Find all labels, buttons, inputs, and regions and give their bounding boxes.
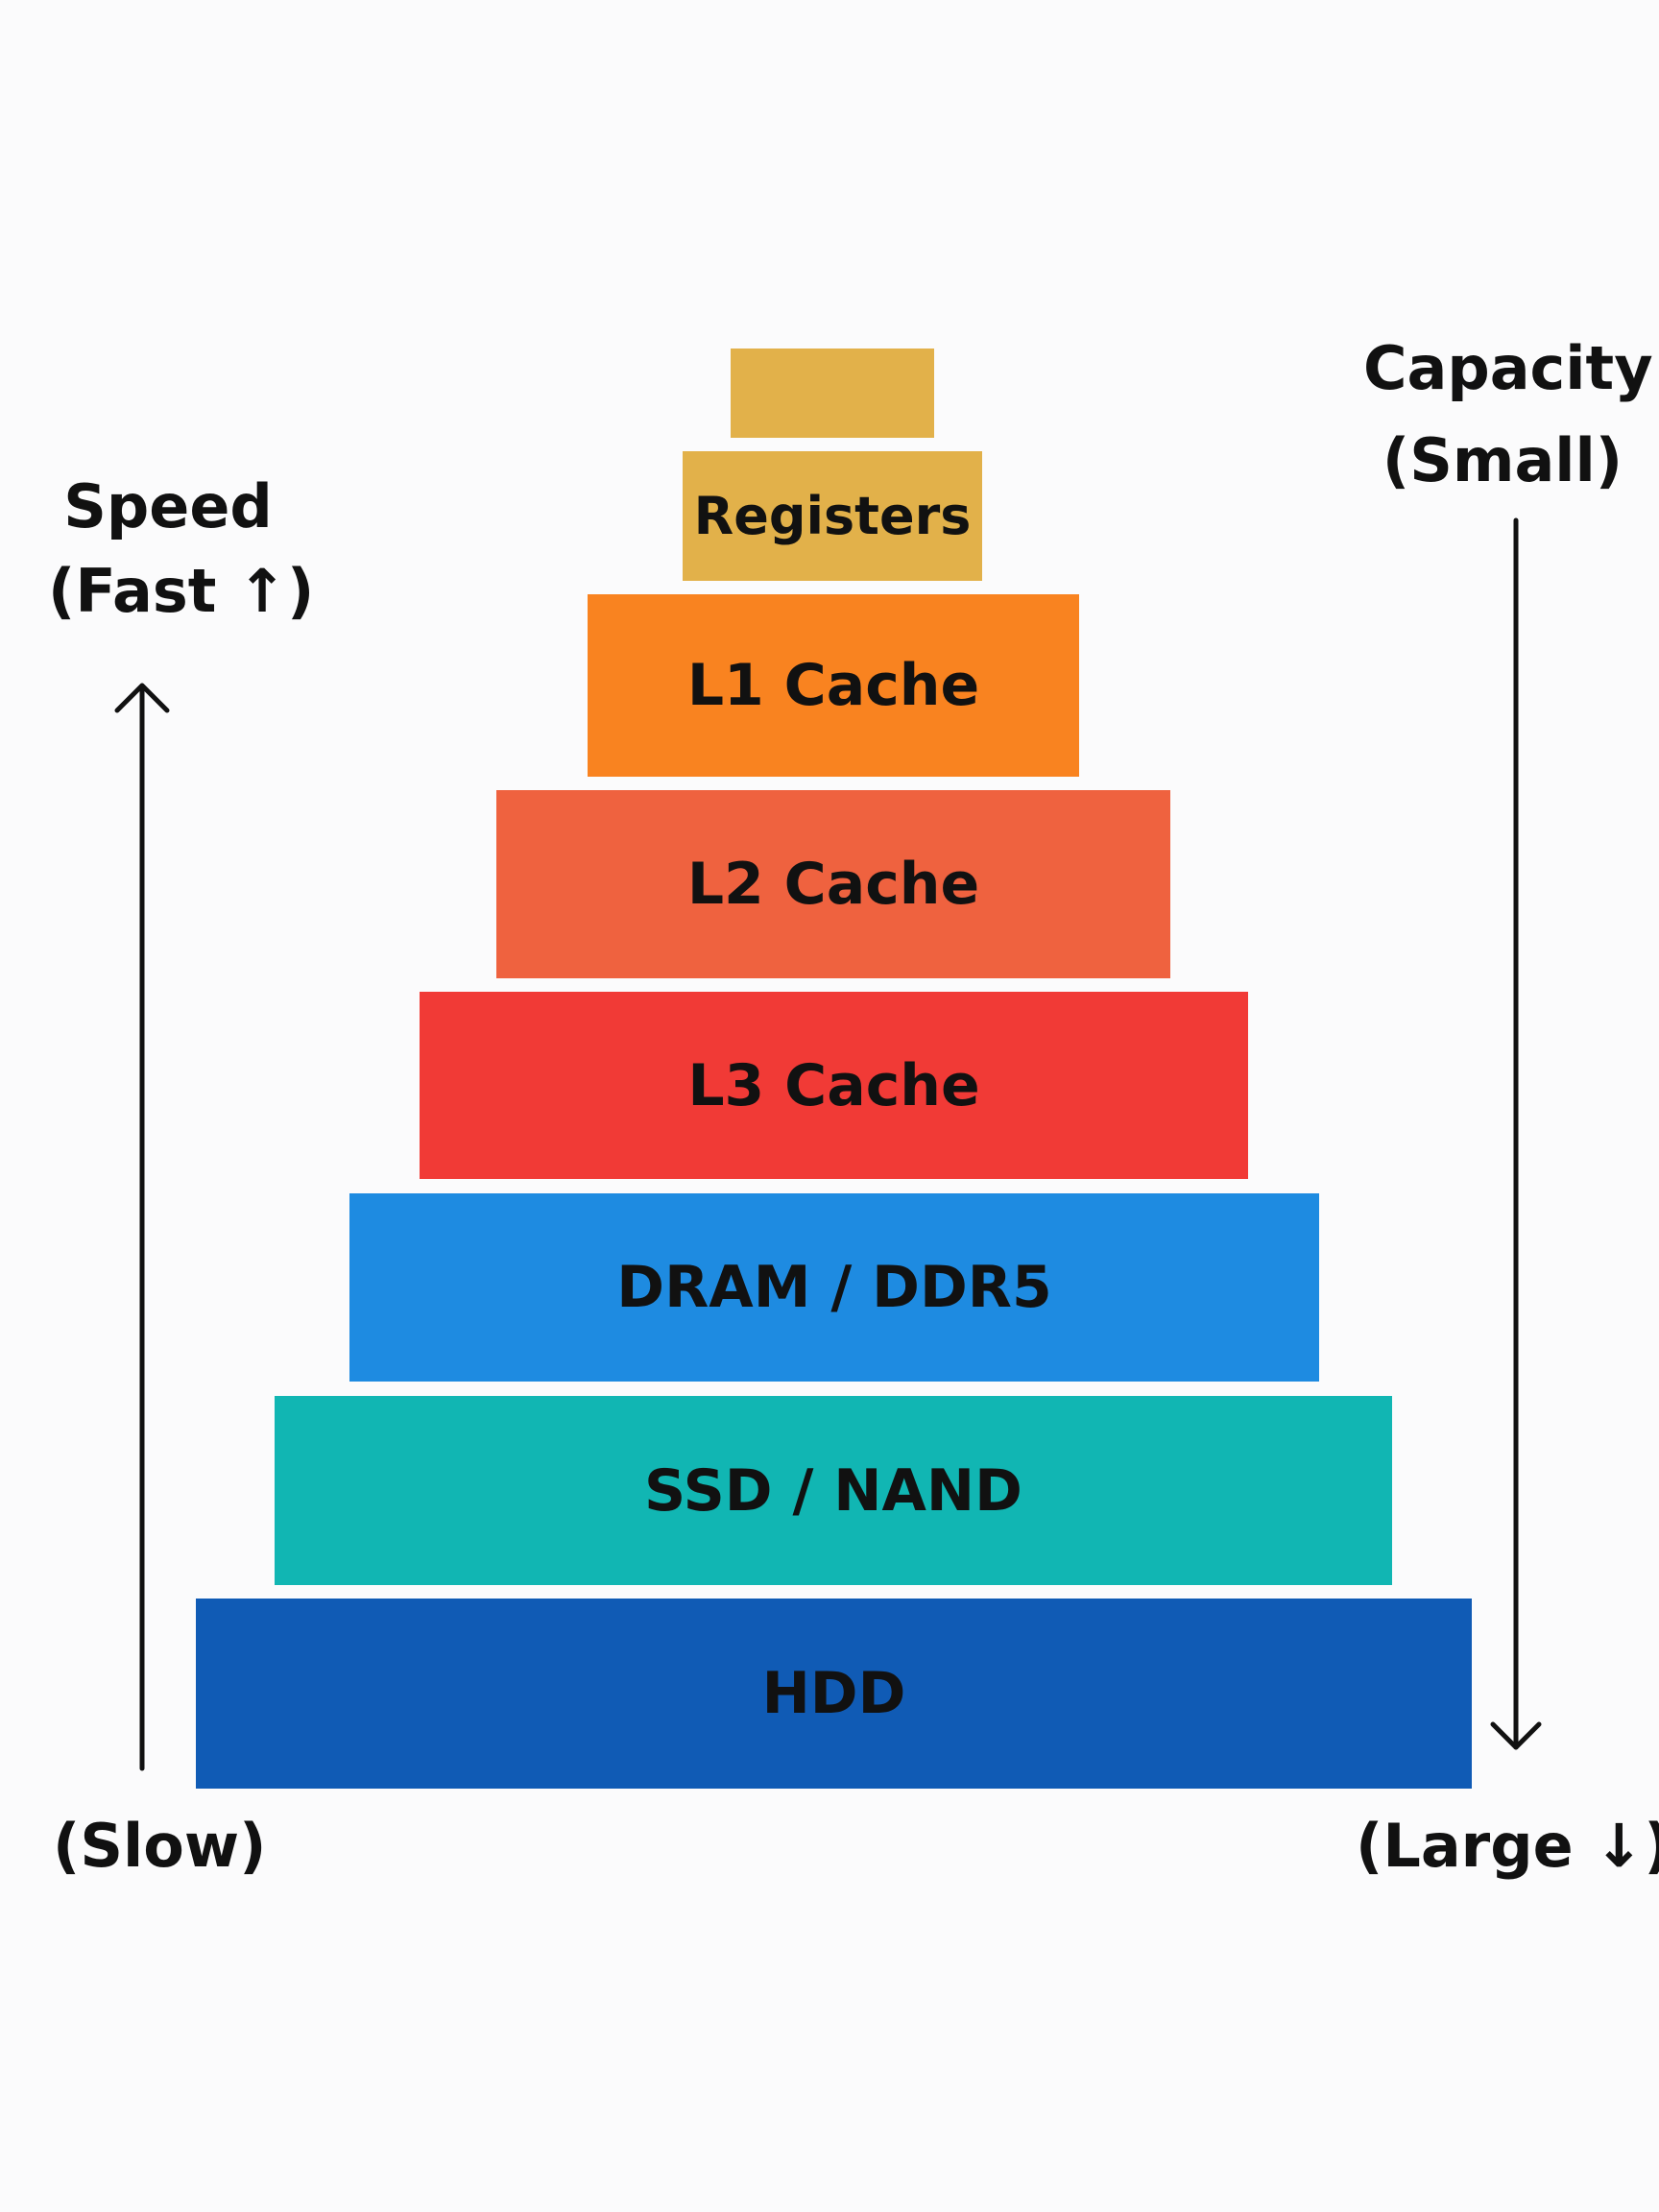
speed-up-arrow [114, 683, 170, 1771]
tier-top-cap [731, 349, 934, 438]
tier-l1-cache: L1 Cache [588, 594, 1079, 777]
speed-axis-fast: (Fast ↑) [48, 556, 315, 626]
tier-hdd: HDD [196, 1599, 1472, 1789]
tier-dram-label: DRAM / DDR5 [616, 1254, 1052, 1321]
capacity-axis-label: Capacity (Small) [1363, 323, 1653, 507]
speed-axis-slow-label: (Slow) [53, 1811, 267, 1881]
tier-ssd: SSD / NAND [275, 1396, 1392, 1585]
speed-axis-label: Speed (Fast ↑) [48, 465, 315, 634]
speed-axis-title: Speed [63, 471, 273, 541]
tier-dram: DRAM / DDR5 [349, 1193, 1319, 1382]
capacity-axis-title: Capacity [1363, 333, 1653, 403]
tier-ssd-label: SSD / NAND [644, 1456, 1022, 1525]
tier-l3-cache: L3 Cache [420, 992, 1248, 1179]
tier-registers-label: Registers [693, 486, 972, 546]
capacity-axis-small: (Small) [1382, 425, 1623, 495]
tier-l1-cache-label: L1 Cache [686, 652, 980, 719]
tier-l2-cache: L2 Cache [496, 790, 1170, 978]
capacity-down-arrow [1490, 517, 1542, 1750]
tier-hdd-label: HDD [761, 1660, 906, 1727]
tier-registers: Registers [683, 451, 982, 581]
tier-l2-cache-label: L2 Cache [686, 851, 980, 918]
tier-l3-cache-label: L3 Cache [687, 1051, 980, 1119]
capacity-axis-large-label: (Large ↓) [1356, 1811, 1659, 1881]
